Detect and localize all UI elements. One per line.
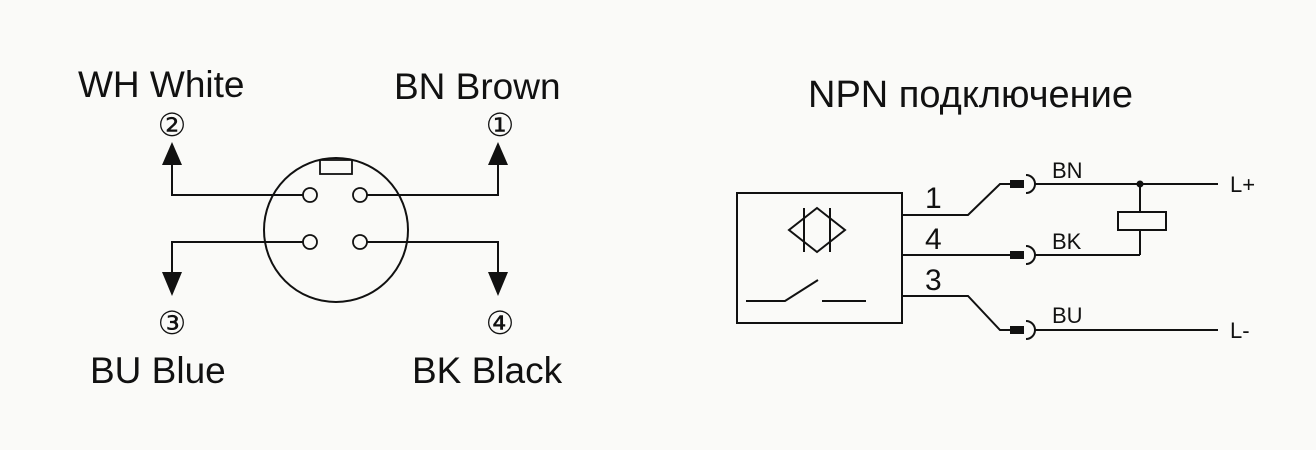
terminal-number-3: 3 [925, 264, 942, 297]
arrow-up-icon [488, 142, 508, 165]
pin-label-white: WH White [78, 64, 245, 105]
socket-bn [1025, 174, 1036, 194]
pin-number-4: ④ [486, 305, 515, 341]
plug-bu [1010, 326, 1024, 334]
sensor-symbol-icon [787, 206, 847, 254]
terminal-number-4: 4 [925, 223, 942, 256]
npn-circuit: NPN подключение 1 4 3 [736, 74, 1255, 343]
leader-line-pin-2 [171, 162, 303, 196]
pin-label-blue: BU Blue [90, 350, 226, 391]
circuit-title: NPN подключение [808, 74, 1133, 116]
arrow-down-icon [488, 272, 508, 296]
arrow-up-icon [162, 142, 182, 165]
leader-line-pin-3 [171, 241, 303, 275]
pin-hole-4 [352, 234, 368, 250]
leader-line-pin-1 [367, 162, 499, 196]
wire-label-bu: BU [1052, 303, 1083, 328]
plug-bn [1010, 180, 1024, 188]
supply-positive-label: L+ [1230, 172, 1255, 197]
pin-hole-3 [302, 234, 318, 250]
wire-terminal-1 [902, 183, 1012, 216]
pin-hole-1 [352, 187, 368, 203]
supply-negative-label: L- [1230, 318, 1250, 343]
connector-body [263, 157, 409, 303]
pin-label-black: BK Black [412, 350, 563, 391]
connector-pinout: ② ① ③ ④ WH White BN Brown BU Blue BK Bla… [78, 64, 563, 391]
pin-label-brown: BN Brown [394, 66, 561, 107]
connector-key [319, 159, 353, 175]
pin-number-3: ③ [158, 305, 187, 341]
arrow-down-icon [162, 272, 182, 296]
switch-symbol-icon [746, 279, 819, 302]
socket-bk [1025, 245, 1036, 265]
socket-bu [1025, 320, 1036, 340]
pin-number-2: ② [158, 107, 187, 143]
wire-label-bn: BN [1052, 158, 1083, 183]
wire-label-bk: BK [1052, 229, 1082, 254]
wire-terminal-3 [902, 295, 1012, 331]
terminal-number-1: 1 [925, 182, 942, 215]
load-symbol [1117, 211, 1167, 231]
leader-line-pin-4 [367, 241, 499, 275]
sensor-body [736, 192, 903, 324]
pin-number-1: ① [486, 107, 515, 143]
plug-bk [1010, 251, 1024, 259]
pin-hole-2 [302, 187, 318, 203]
